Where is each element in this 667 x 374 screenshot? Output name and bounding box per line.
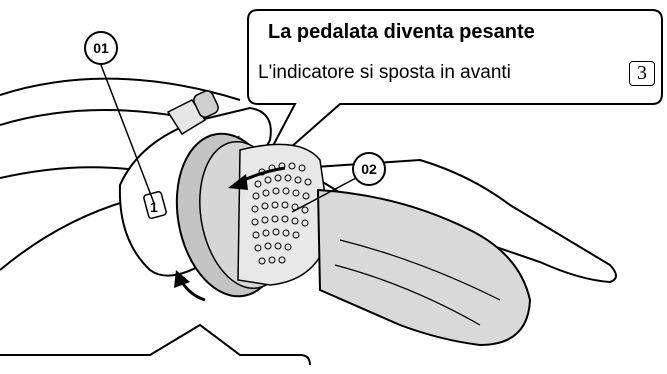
handlebar-bottom-curve: [0, 200, 130, 270]
perforated-grip: [238, 144, 330, 285]
rotation-arrow-bottom: [182, 282, 205, 300]
callout-body: L'indicatore si sposta in avanti: [258, 62, 511, 84]
part-label-02: 02: [352, 152, 386, 186]
step-number-box: 3: [629, 61, 655, 86]
callout-title: La pedalata diventa pesante: [268, 21, 535, 44]
bottom-callout-outline: [0, 325, 310, 365]
part-label-01: 01: [84, 31, 118, 65]
